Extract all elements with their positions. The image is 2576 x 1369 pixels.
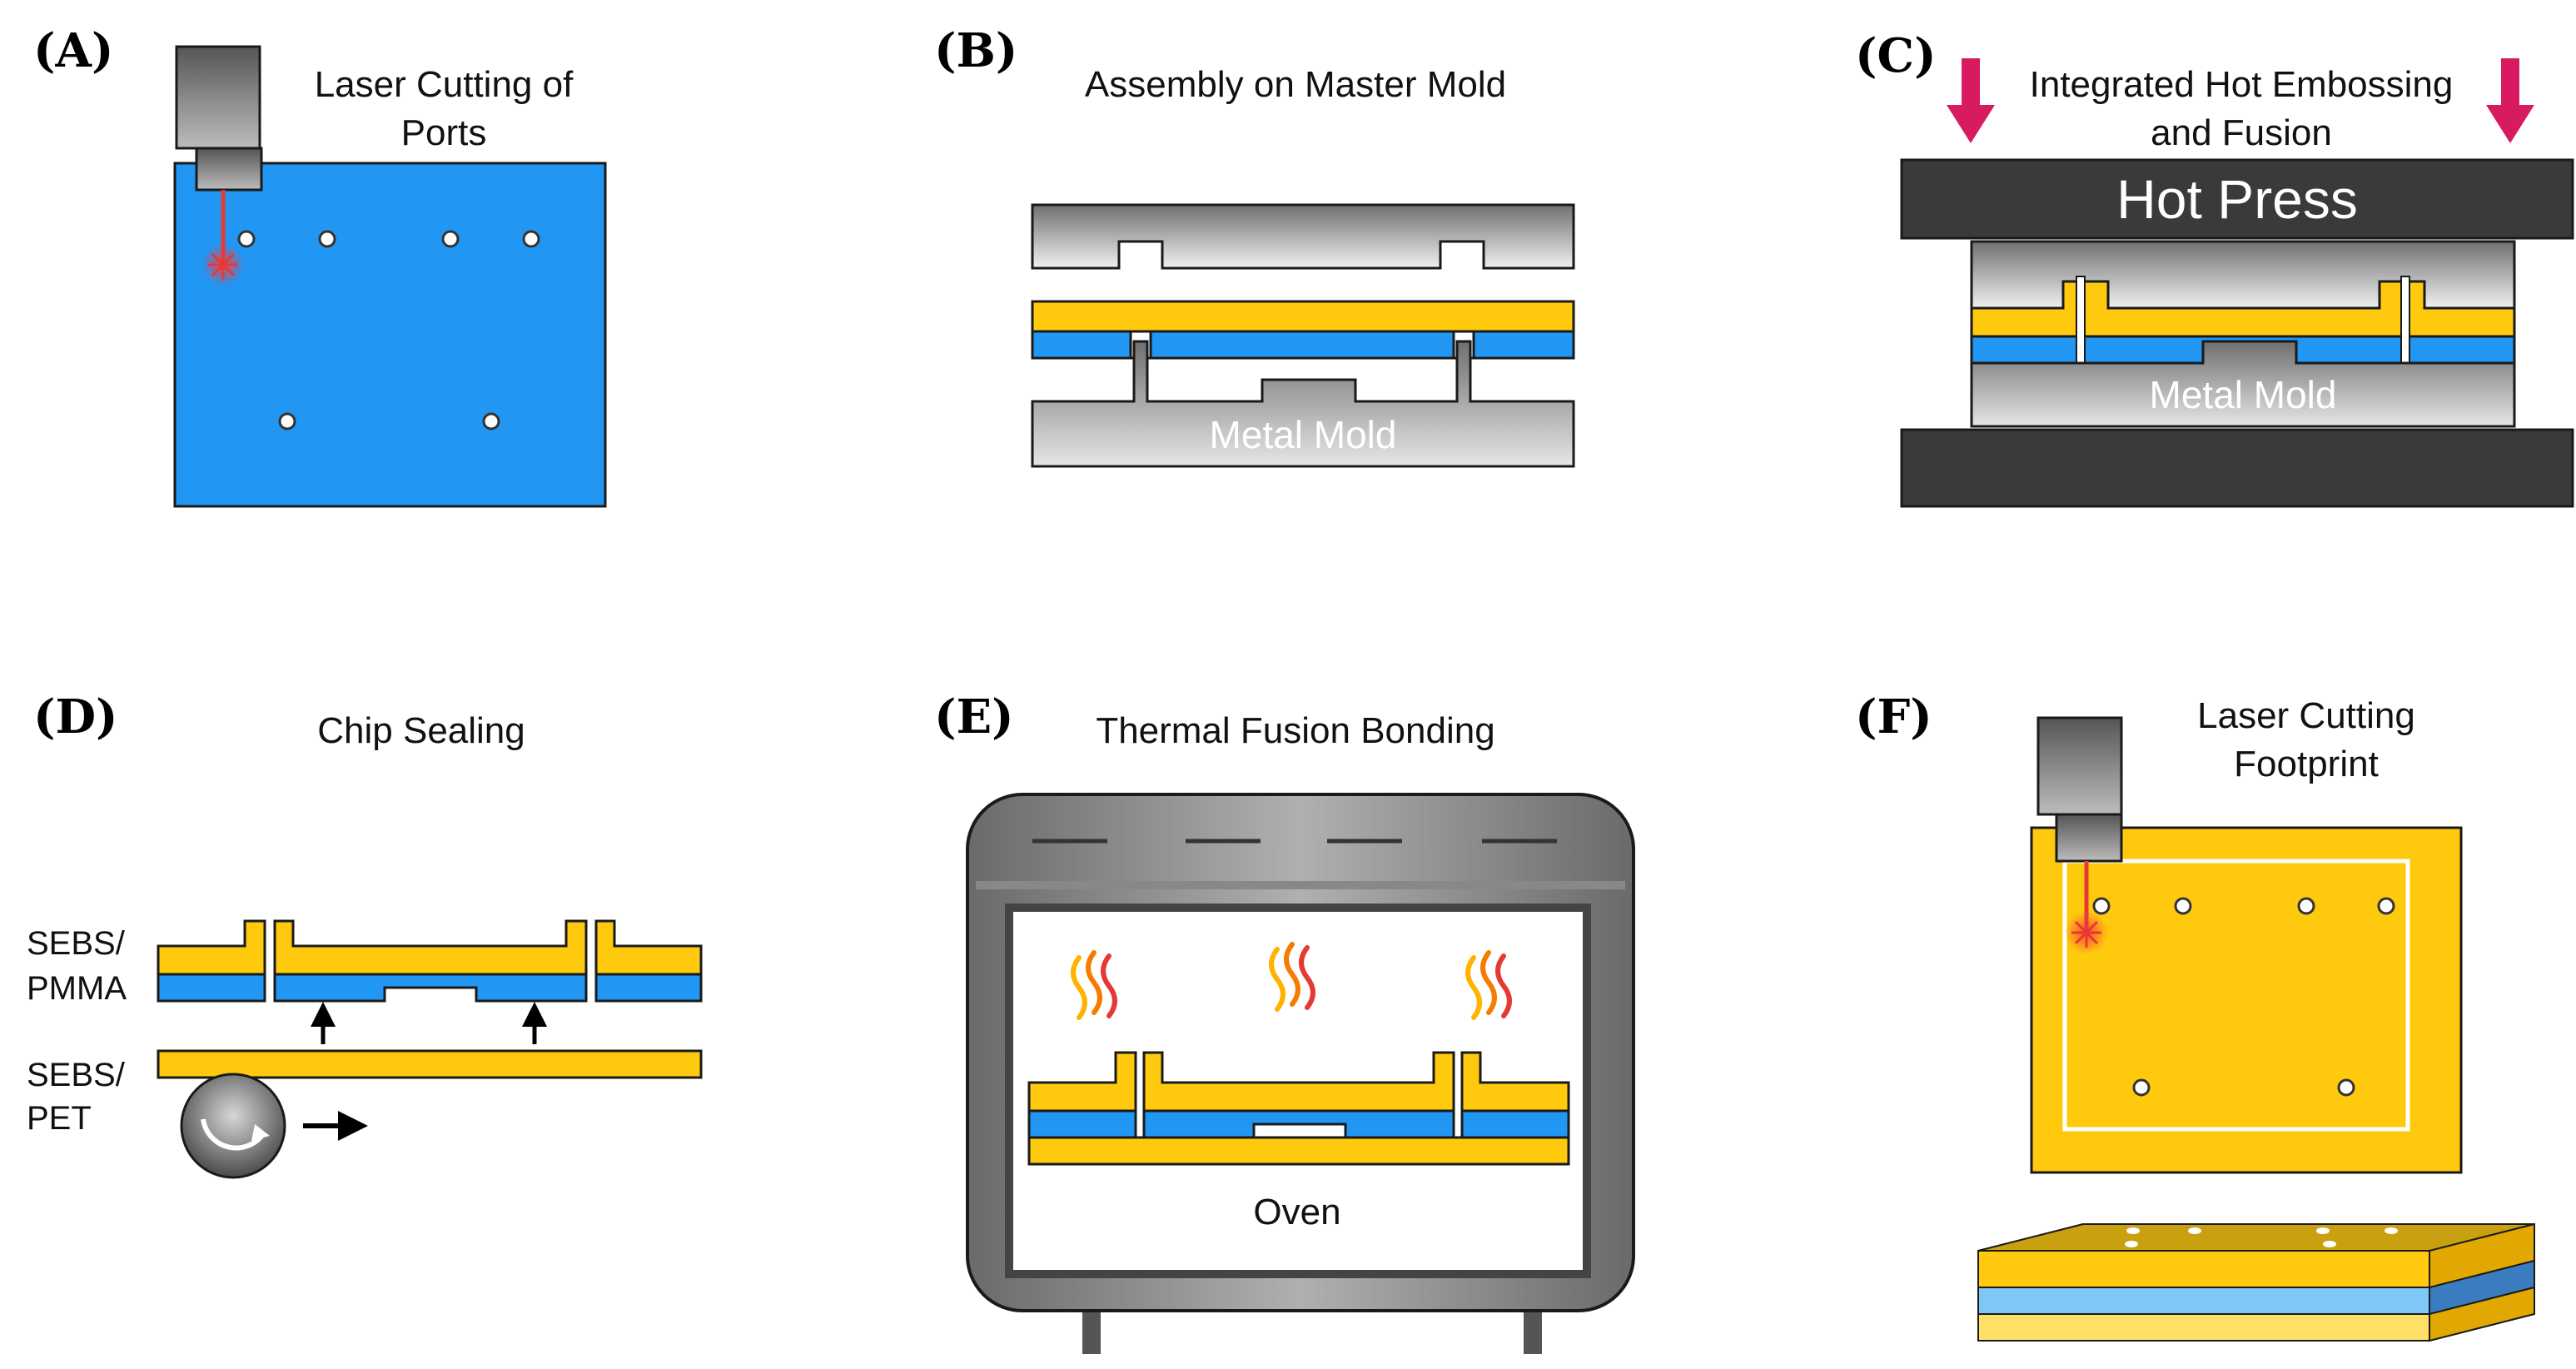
panel-b-letter: (B) (934, 23, 1017, 78)
chip-yellow-right (594, 919, 703, 976)
hot-press-bottom (1900, 428, 2574, 508)
panel-b: (B) Assembly on Master Mold Metal Mold (934, 23, 1575, 468)
roller-rotation-arrowhead (251, 1124, 270, 1141)
chip-blue-mid (273, 973, 588, 1003)
metal-mold (1031, 340, 1575, 468)
cut-footprint-outline (2062, 859, 2410, 1132)
chip-blue-left (157, 973, 266, 1003)
chip-blue-right (594, 973, 703, 1003)
oven-leg-right (1524, 1306, 1542, 1354)
roller-icon (180, 1073, 286, 1179)
hot-press-top (1900, 158, 2574, 240)
top-mold-pressed (1970, 240, 2516, 310)
port-pin-left (2076, 276, 2086, 364)
laser-head-f-icon (2036, 716, 2123, 816)
panel-a-title-line2: Ports (401, 112, 487, 153)
panel-a-letter: (A) (33, 23, 113, 78)
laser-spark-f-rays (2071, 918, 2101, 948)
panel-d-letter: (D) (33, 689, 118, 744)
panel-e-letter: (E) (934, 689, 1014, 744)
oven-chip-blue-left (1027, 1109, 1137, 1139)
laser-spark-rays (208, 250, 238, 280)
port-pin-right (2400, 276, 2410, 364)
roller-rotation-arrow-icon (201, 1118, 266, 1151)
press-arrow-left-icon (1947, 58, 1995, 143)
panel-f-letter: (F) (1855, 689, 1932, 744)
top-layer-label-1: SEBS/ (27, 925, 126, 962)
panel-e: (E) Thermal Fusion Bonding Oven (934, 689, 1635, 1354)
oven-leg-left (1082, 1306, 1101, 1354)
oven-seam (976, 881, 1625, 889)
blue-sheet (173, 162, 607, 508)
yellow-layer (1031, 300, 1575, 333)
panel-f-title-line1: Laser Cutting (2197, 695, 2415, 736)
panel-e-title: Thermal Fusion Bonding (1096, 710, 1494, 751)
blue-layer (1031, 330, 1575, 360)
press-arrow-right-icon (2486, 58, 2534, 143)
laser-nozzle-icon (195, 147, 263, 192)
metal-mold-pressed (1970, 340, 2516, 428)
hot-press-label: Hot Press (2116, 168, 2358, 230)
top-layer-label-2: PMMA (27, 970, 127, 1007)
panel-d: (D) Chip Sealing SEBS/ PMMA SEBS/ PET (27, 689, 703, 1179)
top-mold-plate (1031, 203, 1575, 270)
panel-c-title-line1: Integrated Hot Embossing (2030, 64, 2454, 105)
sealing-film (157, 1049, 703, 1079)
panel-c-title-line2: and Fusion (2151, 112, 2332, 153)
port-holes-f (2092, 897, 2395, 1097)
panel-f-title-line2: Footprint (2234, 744, 2379, 784)
oven-chip-channel (1252, 1123, 1347, 1139)
panel-b-title: Assembly on Master Mold (1085, 64, 1506, 105)
panel-c: (C) Integrated Hot Embossing and Fusion … (1855, 28, 2574, 508)
bottom-layer-label-1: SEBS/ (27, 1057, 126, 1093)
panel-c-letter: (C) (1855, 28, 1937, 83)
chip-yellow-left (157, 919, 266, 976)
laser-head-icon (175, 45, 261, 150)
panel-a-title-line1: Laser Cutting of (315, 64, 574, 105)
oven-label: Oven (1253, 1192, 1340, 1232)
oven-chip-blue-right (1460, 1109, 1570, 1139)
metal-mold-label: Metal Mold (1210, 413, 1397, 456)
panel-d-title: Chip Sealing (317, 710, 525, 751)
laser-nozzle-f-icon (2055, 813, 2123, 863)
bottom-layer-label-2: PET (27, 1100, 92, 1137)
port-holes (237, 230, 540, 431)
yellow-sheet (2030, 826, 2463, 1174)
oven-chip-base (1027, 1136, 1570, 1166)
panel-f: (F) Laser Cutting Footprint (1855, 689, 2535, 1342)
finished-chip-3d (1977, 1222, 2535, 1342)
heat-waves-icon (1071, 942, 1512, 1020)
chip-yellow-mid (273, 919, 588, 976)
metal-mold-pressed-label: Metal Mold (2150, 373, 2337, 416)
panel-a: (A) Laser Cutting of Ports (33, 23, 607, 508)
